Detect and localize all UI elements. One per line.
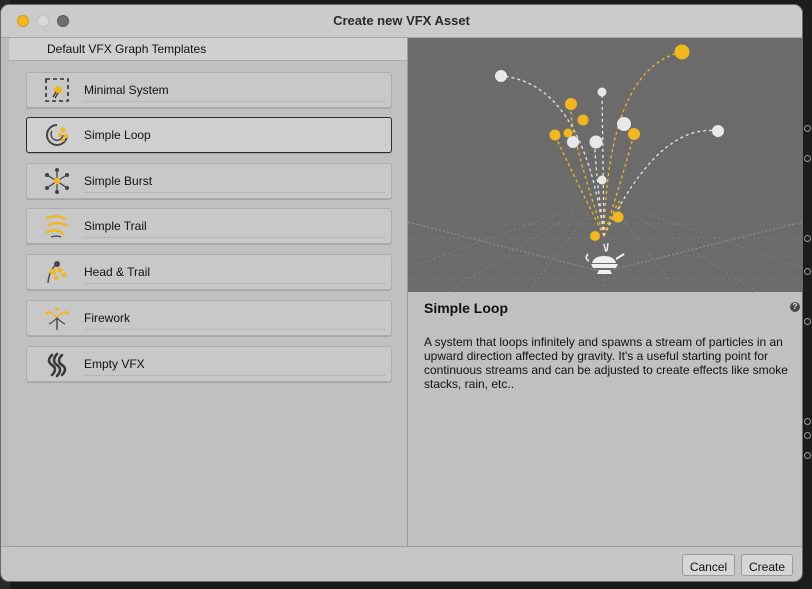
close-window-button[interactable]	[17, 15, 29, 27]
preview-particles	[495, 44, 724, 241]
template-title: Simple Loop	[424, 300, 508, 316]
background-dot-icon	[804, 155, 811, 162]
minimize-window-button[interactable]	[37, 15, 49, 27]
item-dotted-divider	[84, 192, 385, 193]
item-dotted-divider	[84, 329, 385, 330]
item-dotted-divider	[84, 101, 385, 102]
template-list-panel: Default VFX Graph Templates Minimal Syst…	[9, 38, 408, 546]
template-item-head-trail[interactable]: Head & Trail	[26, 254, 392, 290]
background-inspector-edge	[800, 0, 812, 589]
template-item-label: Simple Burst	[84, 174, 153, 188]
preview-axis-line	[602, 221, 802, 273]
template-item-label: Head & Trail	[84, 265, 151, 279]
template-item-firework[interactable]: Firework	[26, 300, 392, 336]
minimal-system-icon	[45, 78, 69, 102]
empty-vfx-icon	[47, 352, 67, 378]
background-dot-icon	[804, 418, 811, 425]
cancel-button[interactable]: Cancel	[682, 554, 735, 576]
background-dot-icon	[804, 235, 811, 242]
template-item-label: Simple Trail	[84, 219, 147, 233]
title-bar[interactable]: Create new VFX Asset	[1, 5, 802, 38]
template-item-simple-loop[interactable]: Simple Loop	[26, 117, 392, 153]
background-dot-icon	[804, 452, 811, 459]
window-title: Create new VFX Asset	[333, 13, 470, 28]
template-item-label: Minimal System	[84, 83, 169, 97]
template-item-label: Firework	[84, 311, 131, 325]
emitter-lamp-icon	[585, 242, 625, 274]
template-item-minimal-system[interactable]: Minimal System	[26, 72, 392, 108]
head-trail-icon	[47, 261, 67, 284]
item-dotted-divider	[84, 283, 385, 284]
template-item-simple-burst[interactable]: Simple Burst	[26, 163, 392, 199]
background-dot-icon	[804, 318, 811, 325]
template-description: A system that loops infinitely and spawn…	[424, 335, 788, 391]
preview-grid	[408, 213, 802, 292]
preview-trajectories	[500, 51, 719, 237]
preview-axis-line	[408, 221, 604, 273]
item-dotted-divider	[84, 237, 385, 238]
maximize-window-button[interactable]	[57, 15, 69, 27]
item-dotted-divider	[84, 375, 385, 376]
template-preview	[408, 38, 802, 292]
dialog-footer: Cancel Create	[1, 546, 802, 581]
create-button[interactable]: Create	[741, 554, 793, 576]
template-section-title: Default VFX Graph Templates	[47, 42, 207, 56]
background-dot-icon	[804, 432, 811, 439]
template-item-empty-vfx[interactable]: Empty VFX	[26, 346, 392, 382]
template-item-label: Simple Loop	[84, 128, 151, 142]
template-details: Simple Loop ? A system that loops infini…	[408, 292, 802, 546]
firework-icon	[45, 307, 69, 330]
background-dot-icon	[804, 268, 811, 275]
background-dot-icon	[804, 125, 811, 132]
template-section-header: Default VFX Graph Templates	[9, 38, 407, 61]
create-vfx-asset-dialog: Create new VFX Asset Default VFX Graph T…	[0, 4, 803, 582]
help-icon[interactable]: ?	[790, 302, 800, 312]
template-item-simple-trail[interactable]: Simple Trail	[26, 208, 392, 244]
template-item-label: Empty VFX	[84, 357, 145, 371]
simple-trail-icon	[45, 215, 69, 238]
simple-burst-icon	[45, 168, 69, 194]
simple-loop-icon	[46, 124, 69, 146]
preview-illustration	[408, 44, 802, 292]
